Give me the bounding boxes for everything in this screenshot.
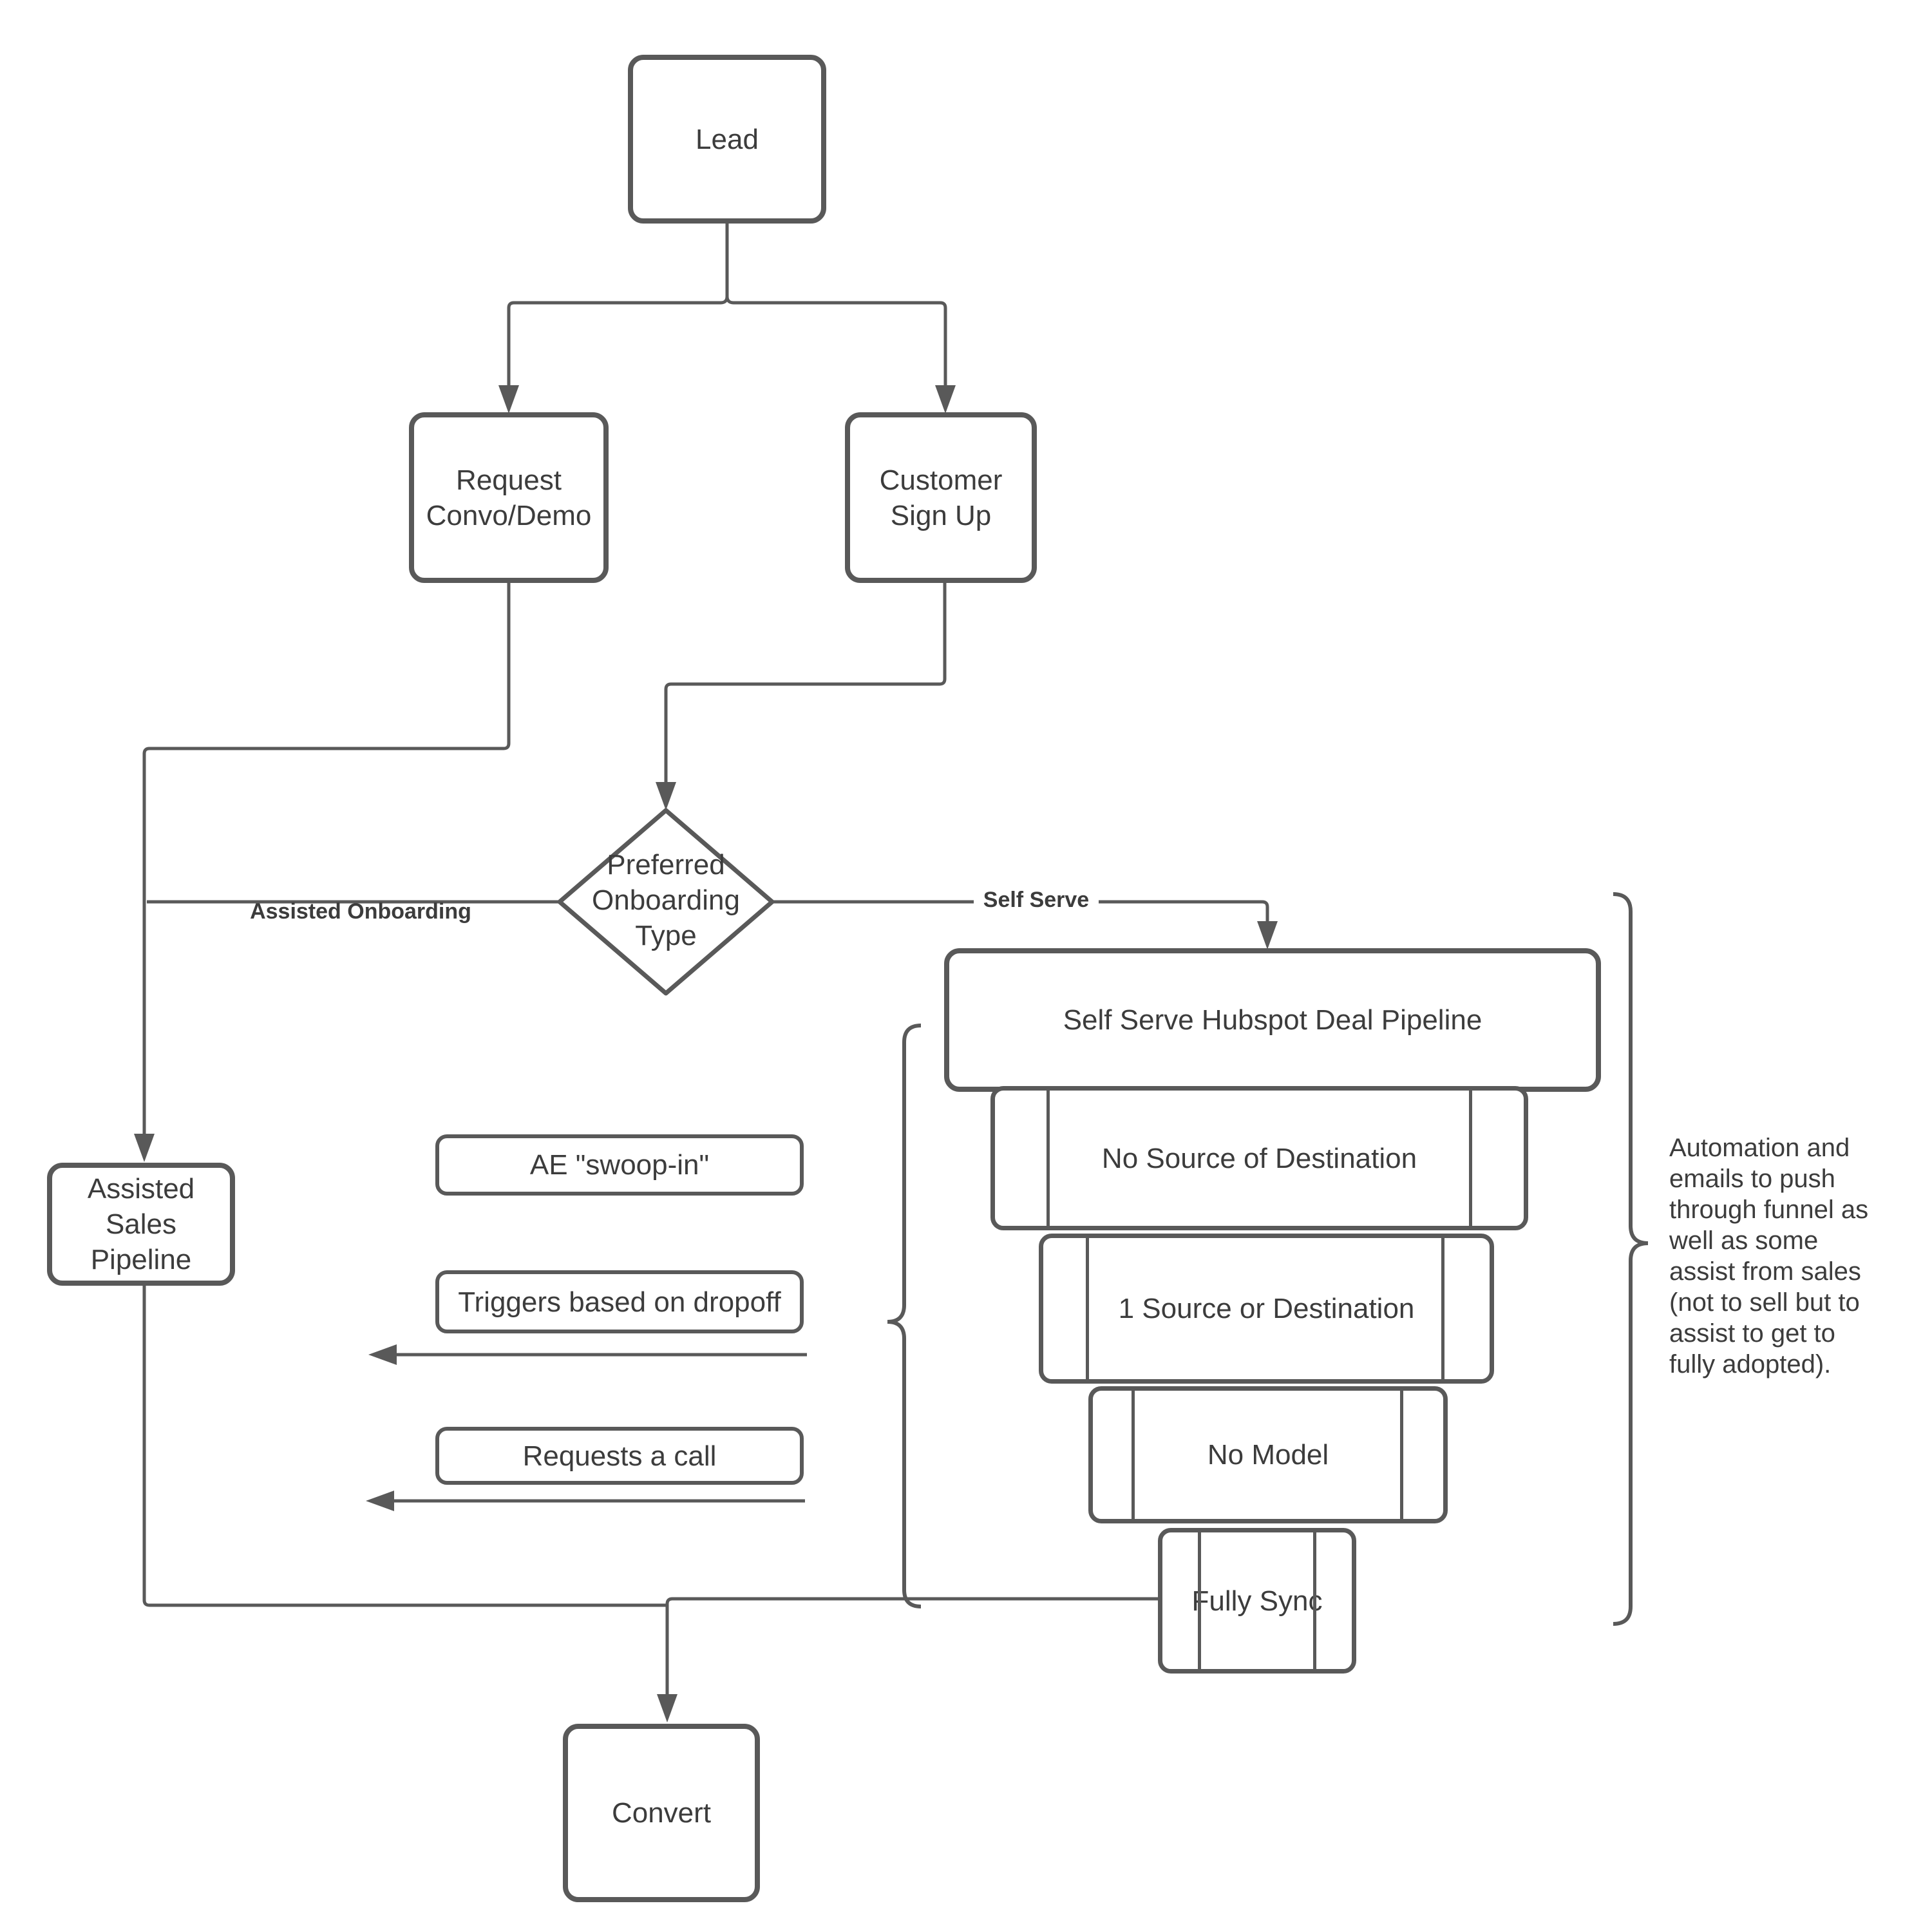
funnel-tab-right: [1400, 1391, 1403, 1519]
node-assisted-label: Assisted Sales Pipeline: [87, 1173, 195, 1275]
edge-lead-to-customer: [725, 224, 956, 414]
edge-customer-to-decision: [656, 583, 947, 810]
node-requests-a-call: Requests a call: [435, 1427, 804, 1485]
funnel-stage-label: No Source of Destination: [1101, 1142, 1417, 1174]
node-pipeline-label: Self Serve Hubspot Deal Pipeline: [1063, 1004, 1482, 1036]
node-decision-label: Preferred Onboarding Type: [592, 849, 740, 951]
node-customer-label: Customer Sign Up: [879, 464, 1003, 531]
left-brace-icon: [887, 1024, 922, 1608]
edge-lead-to-request: [498, 296, 729, 414]
funnel-tab-right: [1441, 1238, 1444, 1379]
funnel-annotation-text: Automation and emails to push through fu…: [1669, 1134, 1869, 1378]
edge-decision-selfserve-2: [1099, 900, 1278, 949]
node-convert-label: Convert: [611, 1797, 712, 1829]
funnel-stage-fully-sync: Fully Sync: [1158, 1528, 1356, 1674]
node-ae-swoop-in: AE "swoop-in": [435, 1134, 804, 1196]
funnel-tab-left: [1086, 1238, 1089, 1379]
node-ae-label: AE "swoop-in": [529, 1149, 710, 1181]
node-requests-label: Requests a call: [522, 1440, 717, 1472]
funnel-tab-right: [1313, 1532, 1316, 1669]
decision-diamond-shape: [557, 808, 775, 996]
edge-label-assisted-onboarding: Assisted Onboarding: [250, 899, 471, 924]
edge-funnel-to-convert: [657, 1597, 1158, 1722]
node-convert: Convert: [563, 1724, 760, 1902]
funnel-tab-left: [1132, 1391, 1135, 1519]
edge-assisted-to-convert: [142, 1286, 667, 1607]
edge-label-self-serve: Self Serve: [983, 888, 1090, 912]
funnel-tab-right: [1469, 1091, 1472, 1226]
node-lead-label: Lead: [696, 123, 759, 155]
node-request-label: Request Convo/Demo: [426, 464, 592, 531]
node-request-convo-demo: Request Convo/Demo: [409, 412, 609, 583]
node-assisted-sales-pipeline: Assisted Sales Pipeline: [47, 1163, 235, 1286]
node-triggers-dropoff: Triggers based on dropoff: [435, 1270, 804, 1333]
node-customer-sign-up: Customer Sign Up: [845, 412, 1037, 583]
funnel-stage-no-model: No Model: [1088, 1386, 1448, 1523]
node-self-serve-pipeline: Self Serve Hubspot Deal Pipeline: [944, 948, 1601, 1092]
funnel-stage-1-source: 1 Source or Destination: [1039, 1234, 1494, 1384]
funnel-stage-label: No Model: [1207, 1439, 1329, 1471]
funnel-tab-left: [1198, 1532, 1201, 1669]
funnel-tab-left: [1046, 1091, 1050, 1226]
funnel-stage-label: Fully Sync: [1191, 1585, 1323, 1617]
edge-request-to-assisted: [134, 583, 511, 1162]
node-lead: Lead: [628, 55, 826, 224]
right-brace-icon: [1613, 892, 1649, 1626]
funnel-stage-label: 1 Source or Destination: [1118, 1293, 1415, 1324]
node-triggers-label: Triggers based on dropoff: [458, 1286, 781, 1318]
funnel-stage-no-source: No Source of Destination: [990, 1086, 1528, 1230]
